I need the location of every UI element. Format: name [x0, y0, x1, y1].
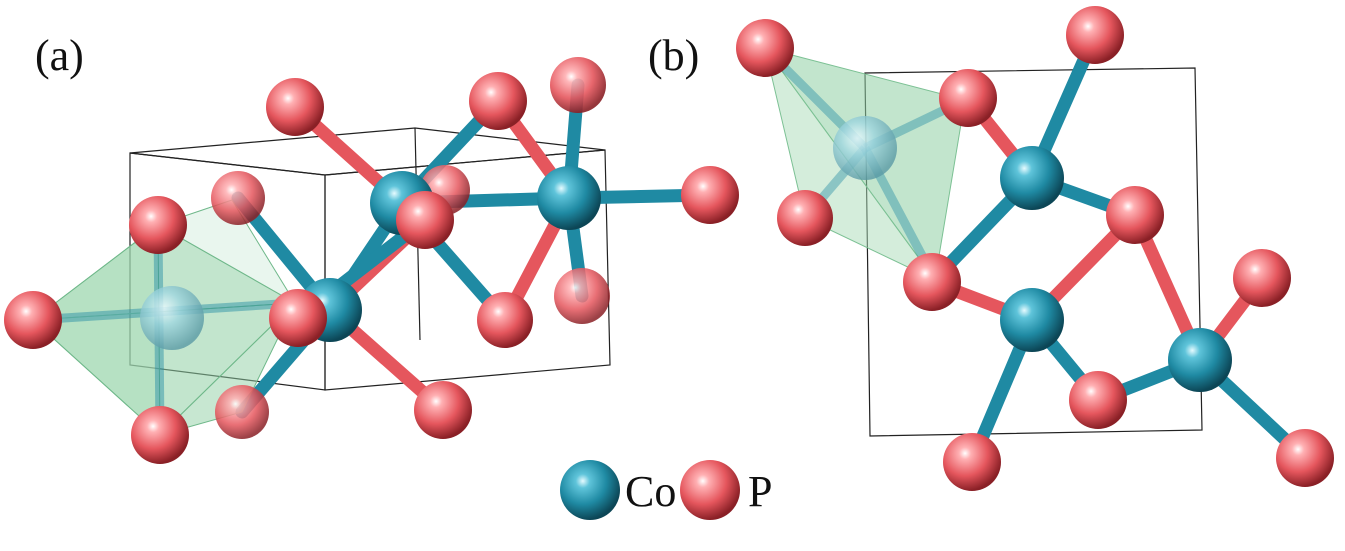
p-atom [1106, 186, 1164, 244]
p-atom [943, 433, 1001, 491]
co-atom [537, 166, 601, 230]
p-atom [554, 268, 610, 324]
co-atom [1000, 288, 1064, 352]
legend-co-label: Co [625, 467, 676, 516]
p-atom [550, 57, 606, 113]
p-atom [1066, 6, 1124, 64]
co-atom-faded [140, 286, 204, 350]
legend-co-swatch [560, 460, 620, 520]
bonds-a [231, 78, 717, 419]
p-atom [777, 190, 833, 246]
p-atom [469, 72, 527, 130]
p-atom [266, 78, 324, 136]
p-atom [1233, 249, 1291, 307]
panel-label-a: (a) [35, 31, 84, 80]
p-atom [414, 381, 472, 439]
p-atom [939, 69, 997, 127]
p-atom [129, 196, 187, 254]
p-atom [211, 171, 265, 225]
p-atom [903, 253, 961, 311]
panel-b: (b) [648, 6, 1334, 491]
p-atom [4, 291, 62, 349]
legend-p-label: P [748, 467, 772, 516]
co-atom [1168, 328, 1232, 392]
legend-p-swatch [680, 460, 740, 520]
panel-label-b: (b) [648, 31, 699, 80]
legend: Co P [560, 460, 772, 520]
p-atom [1276, 429, 1334, 487]
p-atom [477, 292, 533, 348]
panel-a: (a) [4, 31, 739, 464]
p-atom [131, 406, 189, 464]
p-atom [681, 166, 739, 224]
p-atom [1069, 371, 1127, 429]
p-atom [215, 385, 269, 439]
co-atom-faded [833, 116, 897, 180]
co-atom [1000, 146, 1064, 210]
p-atom [736, 19, 794, 77]
p-atom [269, 289, 327, 347]
p-atom [396, 191, 454, 249]
